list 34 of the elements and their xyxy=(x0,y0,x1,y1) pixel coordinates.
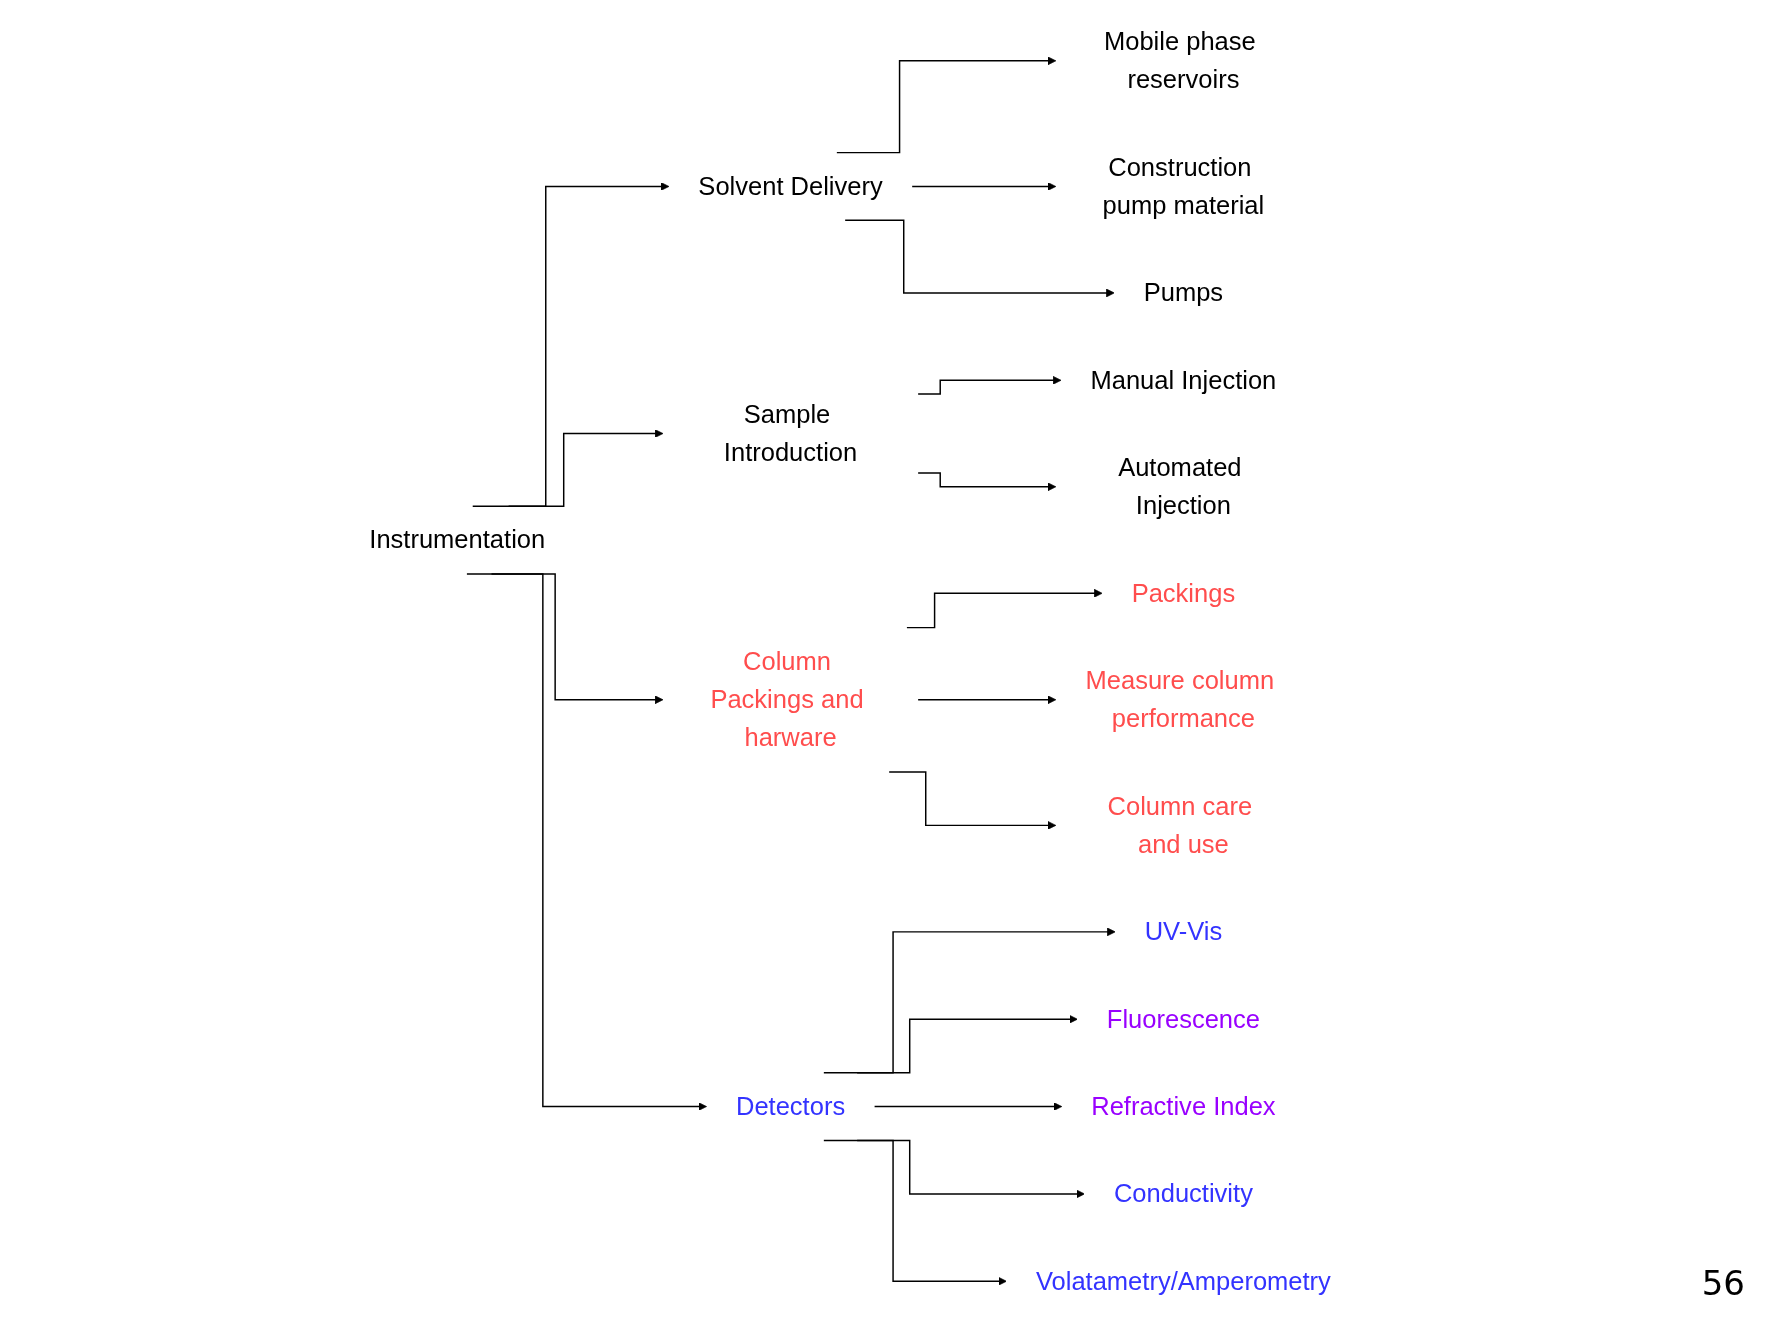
node-text: Sample Introduction xyxy=(723,399,858,467)
page-number: 56 xyxy=(1701,1263,1745,1303)
arrow xyxy=(911,182,1057,191)
arrow xyxy=(873,1102,1063,1111)
node-text: Detectors xyxy=(735,1091,846,1121)
node-text: Mobile phase reservoirs xyxy=(1103,26,1256,95)
arrow xyxy=(844,219,1115,298)
node-text: Solvent Delivery xyxy=(698,171,883,201)
arrow xyxy=(856,1014,1078,1074)
node-text: Column care and use xyxy=(1107,791,1253,859)
node-text: Pumps xyxy=(1143,277,1224,308)
arrow xyxy=(507,429,664,507)
node-text: Automated Injection xyxy=(1118,452,1242,521)
node-text: Conductivity xyxy=(1113,1178,1253,1209)
node-text: Refractive Index xyxy=(1091,1091,1276,1121)
node-text: Fluorescence xyxy=(1106,1004,1260,1034)
node-text: Construction pump material xyxy=(1102,152,1265,220)
arrow xyxy=(906,588,1103,629)
arrow xyxy=(466,573,707,1111)
node-text: Instrumentation xyxy=(369,524,546,555)
arrow xyxy=(836,56,1057,154)
arrow xyxy=(917,695,1057,705)
arrow xyxy=(888,771,1057,830)
arrow xyxy=(823,1139,1007,1286)
arrow xyxy=(917,472,1057,492)
node-text: Volatametry/Amperometry xyxy=(1035,1266,1331,1296)
arrow xyxy=(823,927,1116,1074)
node-text: Column Packings and harware xyxy=(710,646,864,753)
node-text: Packings xyxy=(1131,578,1236,608)
node-text: Manual Injection xyxy=(1090,365,1277,395)
arrow xyxy=(471,182,670,507)
node-text: UV-Vis xyxy=(1144,916,1223,947)
arrow xyxy=(917,376,1062,395)
node-text: Measure column performance xyxy=(1085,665,1275,734)
